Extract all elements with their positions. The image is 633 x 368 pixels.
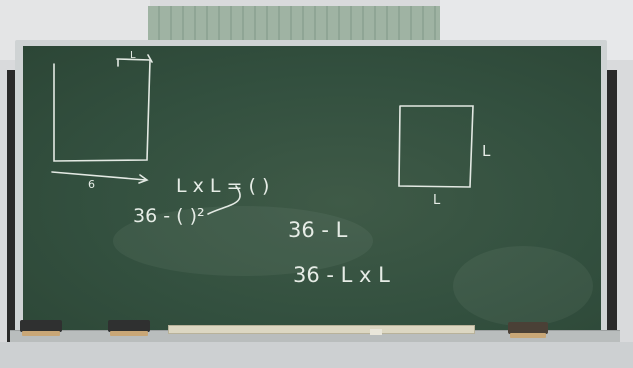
area-equation: L x L = ( ) (176, 175, 269, 197)
left-rectangle-ticks (117, 54, 153, 67)
left-rectangle (53, 58, 151, 162)
square-bottom-label: L (433, 193, 441, 208)
eraser (20, 320, 62, 336)
floor-area (0, 342, 633, 368)
window-blind (148, 6, 440, 46)
ruler (168, 325, 475, 334)
connector-stroke (207, 185, 241, 215)
chalk-smudge (113, 206, 373, 276)
expression-36-L: 36 - L (288, 218, 348, 242)
chalkboard (23, 46, 601, 330)
ruler-tip (370, 329, 382, 335)
expression-36-circle: 36 - ( )² (133, 205, 205, 227)
bottom-arrow (51, 171, 149, 184)
expression-36-LxL: 36 - L x L (293, 263, 390, 287)
chalk-smudge (453, 246, 593, 326)
board-post-right (605, 70, 617, 368)
left-bottom-label: 6 (88, 178, 95, 191)
eraser (508, 322, 548, 338)
right-square (398, 105, 474, 188)
left-side-label: L (130, 50, 136, 61)
square-side-label: L (482, 142, 491, 160)
eraser (108, 320, 150, 336)
